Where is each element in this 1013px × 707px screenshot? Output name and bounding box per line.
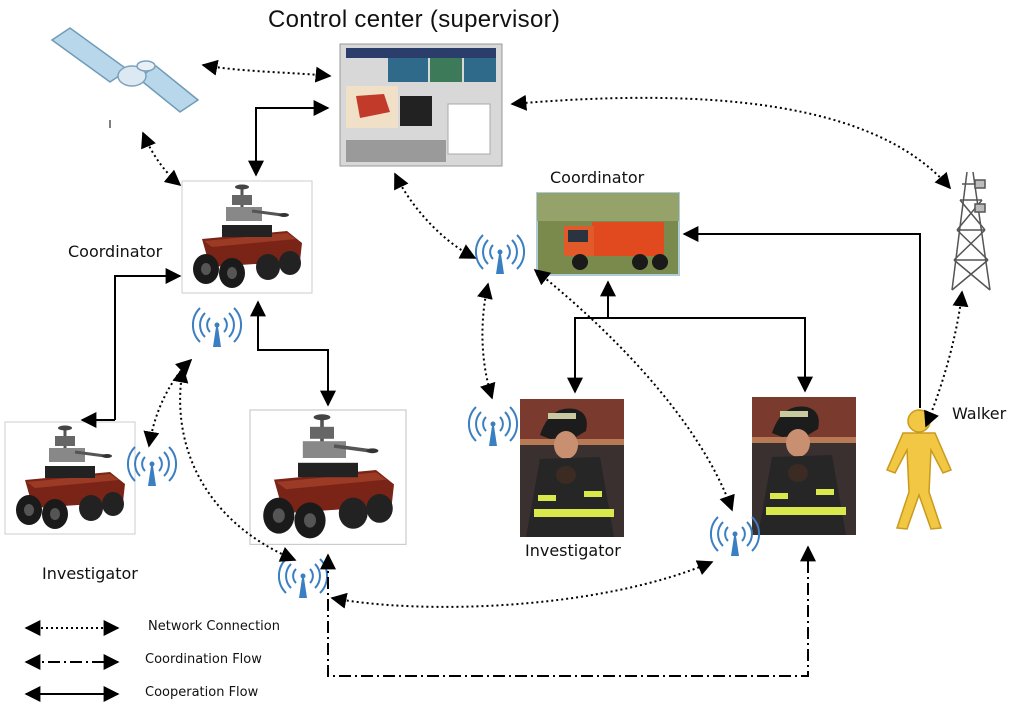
- robot-coordinator: [180, 179, 314, 295]
- diagram-title: Control center (supervisor): [268, 6, 561, 33]
- robot-investigator-center: [248, 408, 408, 547]
- robot-investigator-left: [3, 420, 137, 536]
- label-investigator-robot: Investigator: [42, 564, 138, 583]
- legend-network-label: Network Connection: [148, 619, 280, 634]
- legend-cooperation-label: Cooperation Flow: [145, 685, 259, 700]
- walker-icon: [885, 409, 953, 530]
- radio-tower-icon: [951, 171, 991, 291]
- label-walker: Walker: [952, 404, 1007, 423]
- legend-coordination-label: Coordination Flow: [145, 652, 262, 667]
- coordination-flow: [320, 545, 816, 677]
- label-coordinator-truck: Coordinator: [550, 168, 645, 187]
- control-center-icon: [339, 43, 503, 167]
- firefighter-investigator: [520, 399, 624, 537]
- network-connections: [141, 59, 969, 609]
- firefighter-right: [752, 397, 856, 535]
- cooperation-flows: [80, 100, 921, 428]
- antenna-icon: [467, 406, 519, 447]
- label-coordinator-robot: Coordinator: [68, 242, 163, 261]
- antenna-icon: [709, 516, 761, 557]
- satellite-icon: [50, 27, 200, 128]
- label-investigator-firefighter: Investigator: [525, 541, 621, 560]
- antenna-icon: [277, 558, 329, 599]
- antenna-icon: [474, 234, 526, 275]
- fire-truck-icon: [536, 192, 680, 276]
- antenna-icon: [191, 307, 243, 348]
